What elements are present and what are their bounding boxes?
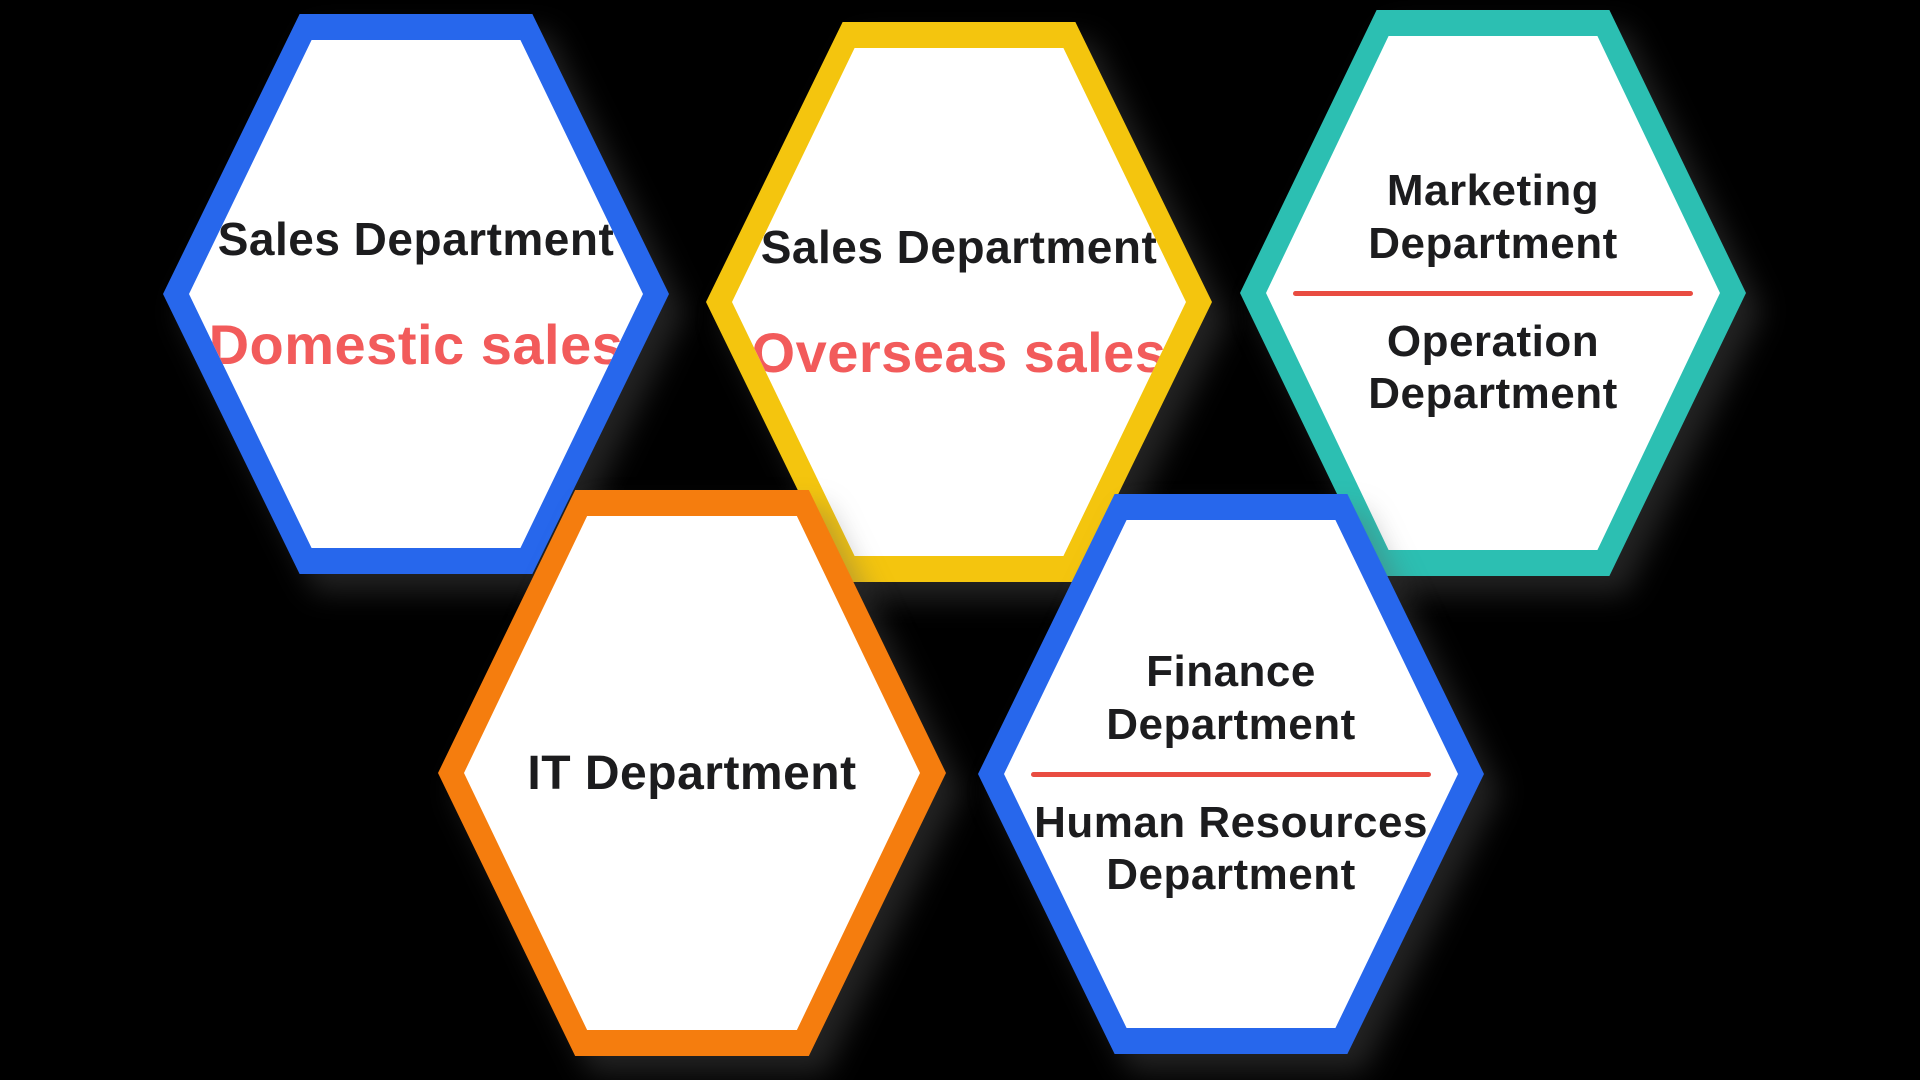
hexagon-sales-domestic: Sales Department Domestic sales <box>163 14 669 574</box>
finance-department-label: Finance Department <box>1106 646 1356 749</box>
sales-domestic-subtitle: Domestic sales <box>208 312 624 376</box>
divider-line <box>1031 771 1431 777</box>
sales-overseas-title: Sales Department <box>760 220 1158 273</box>
sales-domestic-title: Sales Department <box>217 212 615 265</box>
hexagon-it: IT Department <box>438 490 946 1056</box>
hexagon-marketing-operation: Marketing Department Operation Departmen… <box>1240 10 1746 576</box>
hexagon-sales-overseas: Sales Department Overseas sales <box>706 22 1212 582</box>
it-department-title: IT Department <box>527 746 857 800</box>
human-resources-department-label: Human Resources Department <box>1034 797 1428 900</box>
marketing-department-label: Marketing Department <box>1368 165 1618 268</box>
divider-line <box>1293 290 1693 296</box>
hexagon-finance-hr: Finance Department Human Resources Depar… <box>978 494 1484 1054</box>
sales-overseas-subtitle: Overseas sales <box>751 320 1167 384</box>
operation-department-label: Operation Department <box>1368 316 1618 419</box>
